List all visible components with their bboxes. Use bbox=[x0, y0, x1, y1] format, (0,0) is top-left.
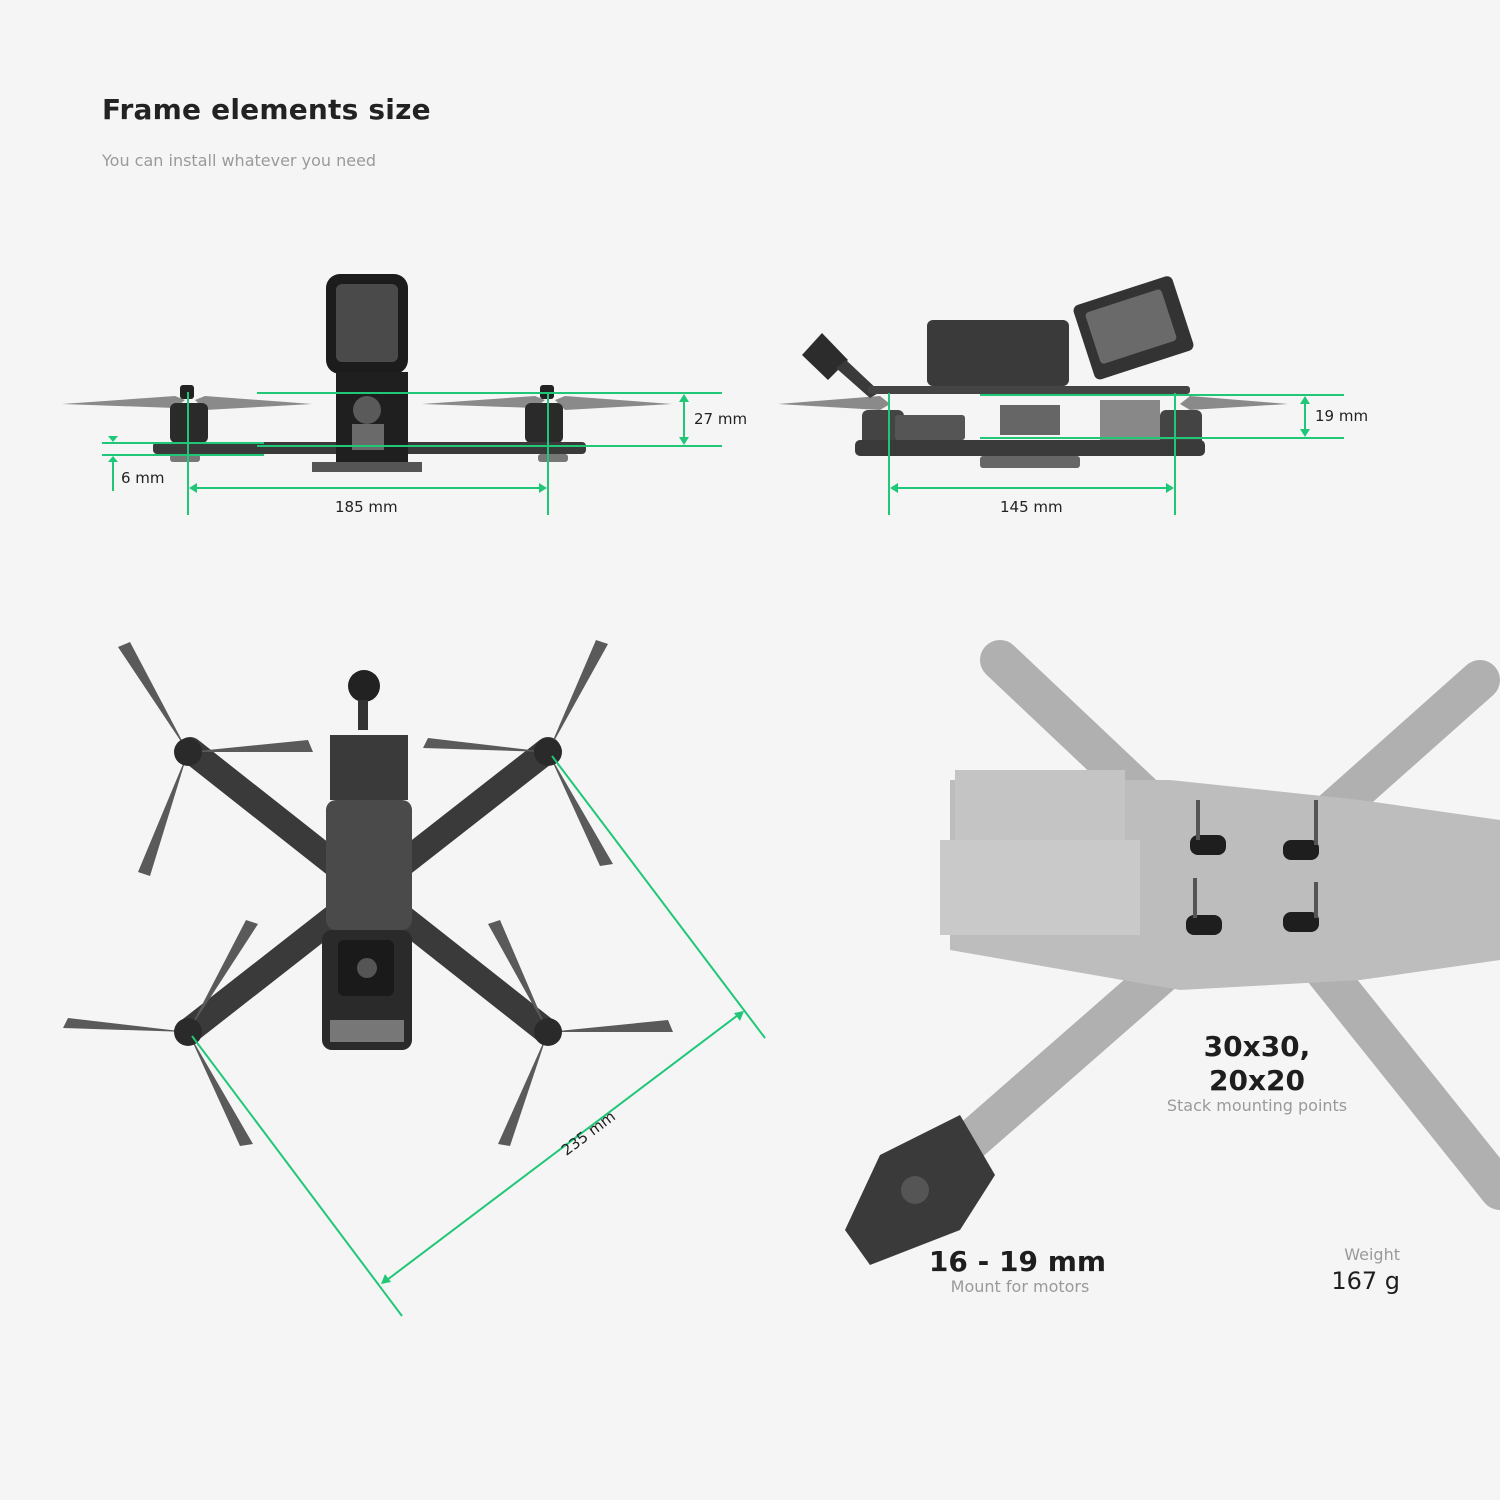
side-width-dimension-label: 145 mm bbox=[1000, 498, 1063, 516]
stack-spec-value-line1: 30x30, bbox=[1203, 1030, 1311, 1063]
plate-thickness-dimension-label: 6 mm bbox=[121, 469, 165, 487]
motor-mount-spec-value: 16 - 19 mm bbox=[928, 1245, 1107, 1278]
side-height-dimension-label: 19 mm bbox=[1315, 407, 1369, 425]
stack-spec-value-line2: 20x20 bbox=[1209, 1064, 1305, 1097]
front-width-dimension-label: 185 mm bbox=[335, 498, 398, 516]
weight-spec-value: 167 g bbox=[1331, 1267, 1400, 1295]
stack-spec-label: Stack mounting points bbox=[1166, 1096, 1348, 1115]
weight-spec-label: Weight bbox=[1344, 1245, 1400, 1264]
page-title: Frame elements size bbox=[102, 93, 431, 126]
motor-mount-spec-label: Mount for motors bbox=[950, 1277, 1090, 1296]
page-subtitle: You can install whatever you need bbox=[102, 151, 377, 170]
front-height-dimension-label: 27 mm bbox=[694, 410, 748, 428]
